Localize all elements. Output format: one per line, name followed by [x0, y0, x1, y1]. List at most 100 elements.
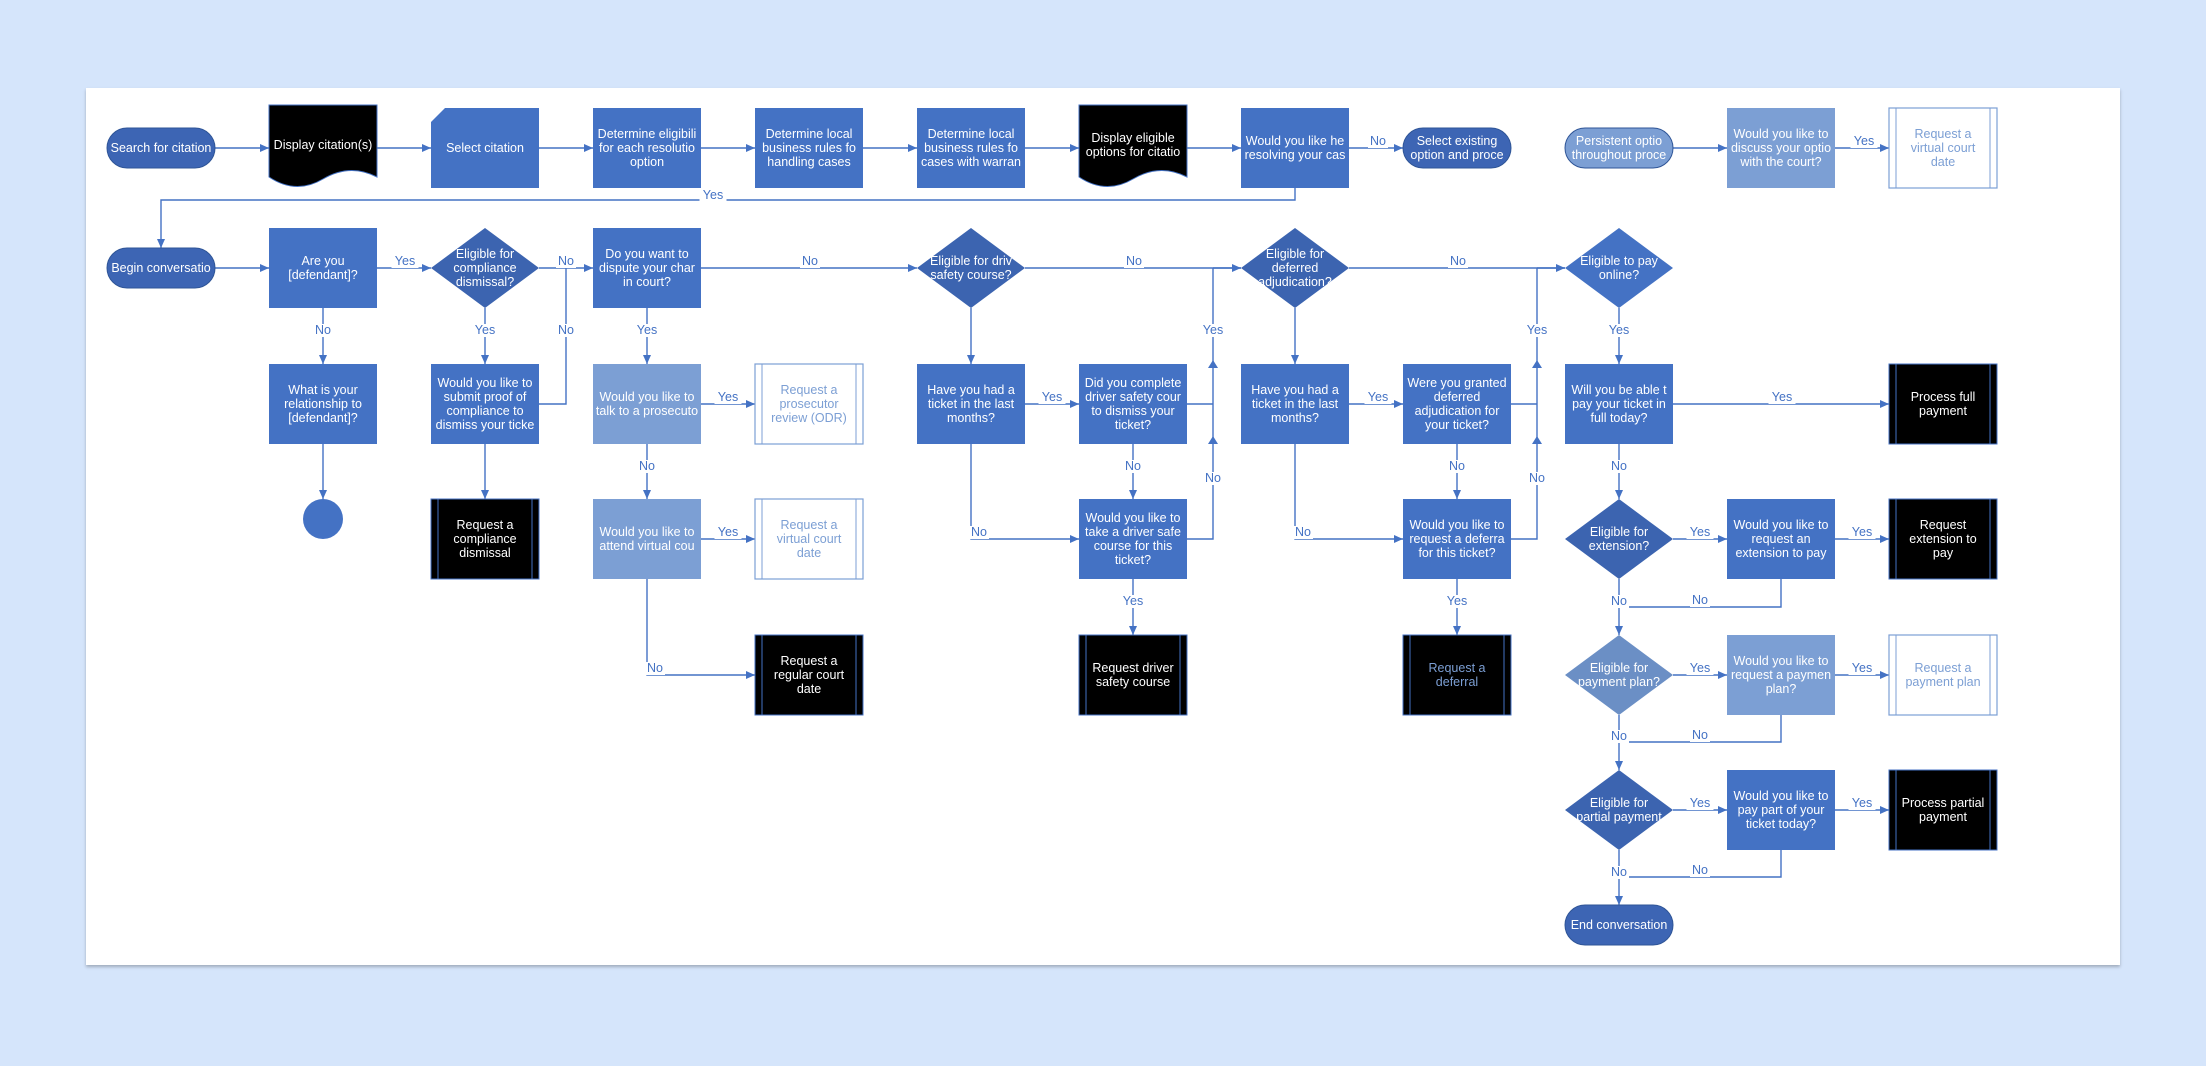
connector — [1619, 850, 1782, 878]
yes-label: Yes — [1852, 661, 1872, 675]
connector-label-bg — [637, 460, 657, 473]
no-label: No — [1611, 729, 1627, 743]
yes-label: Yes — [1203, 323, 1223, 337]
yes-label: Yes — [1527, 323, 1547, 337]
yes-label: Yes — [1447, 594, 1467, 608]
yes-label: Yes — [1609, 323, 1629, 337]
no-label: No — [1125, 459, 1141, 473]
yes-label: Yes — [1690, 525, 1710, 539]
yes-label: Yes — [1690, 661, 1710, 675]
node-begin: Begin conversatio — [106, 247, 216, 289]
connector-label-bg — [556, 324, 576, 337]
connector-label-bg — [556, 255, 576, 268]
connector-label-bg — [1609, 595, 1629, 608]
connector-label-bg — [1609, 866, 1629, 879]
no-label: No — [1370, 134, 1386, 148]
yes-label: Yes — [1852, 525, 1872, 539]
connector-label-bg — [1609, 730, 1629, 743]
no-label: No — [1450, 254, 1466, 268]
no-label: No — [647, 661, 663, 675]
node-label: Are you[defendant]? — [288, 254, 358, 282]
connector-label-bg — [714, 526, 742, 539]
yes-label: Yes — [718, 525, 738, 539]
connector-label-bg — [633, 324, 661, 337]
yes-label: Yes — [1123, 594, 1143, 608]
yes-label: Yes — [1368, 390, 1388, 404]
connector-label-bg — [1686, 797, 1714, 810]
connector — [970, 444, 1079, 543]
node-label: End conversation — [1571, 918, 1668, 932]
connector-label-bg — [1119, 595, 1147, 608]
no-label: No — [315, 323, 331, 337]
yes-label: Yes — [1772, 390, 1792, 404]
connector-label-bg — [1690, 594, 1710, 607]
connector-label-bg — [1848, 797, 1876, 810]
connector-label-bg — [1609, 460, 1629, 473]
yes-label: Yes — [1852, 796, 1872, 810]
connector-label-bg — [1527, 472, 1547, 485]
no-label: No — [1295, 525, 1311, 539]
arrowhead — [1208, 436, 1218, 444]
connector-label-bg — [391, 255, 419, 268]
node-end: End conversation — [1564, 904, 1674, 946]
node-label: Display citation(s) — [274, 138, 373, 152]
yes-label: Yes — [1854, 134, 1874, 148]
arrowhead — [1208, 360, 1218, 368]
no-label: No — [639, 459, 655, 473]
connector-label-bg — [1848, 662, 1876, 675]
connector-label-bg — [1199, 324, 1227, 337]
connector-label-bg — [1038, 391, 1066, 404]
connector — [1187, 268, 1214, 540]
connector-label-bg — [471, 324, 499, 337]
no-label: No — [1205, 471, 1221, 485]
node-label: Begin conversatio — [111, 261, 210, 275]
no-label: No — [1611, 865, 1627, 879]
connector-label-bg — [969, 526, 989, 539]
no-label: No — [1692, 728, 1708, 742]
